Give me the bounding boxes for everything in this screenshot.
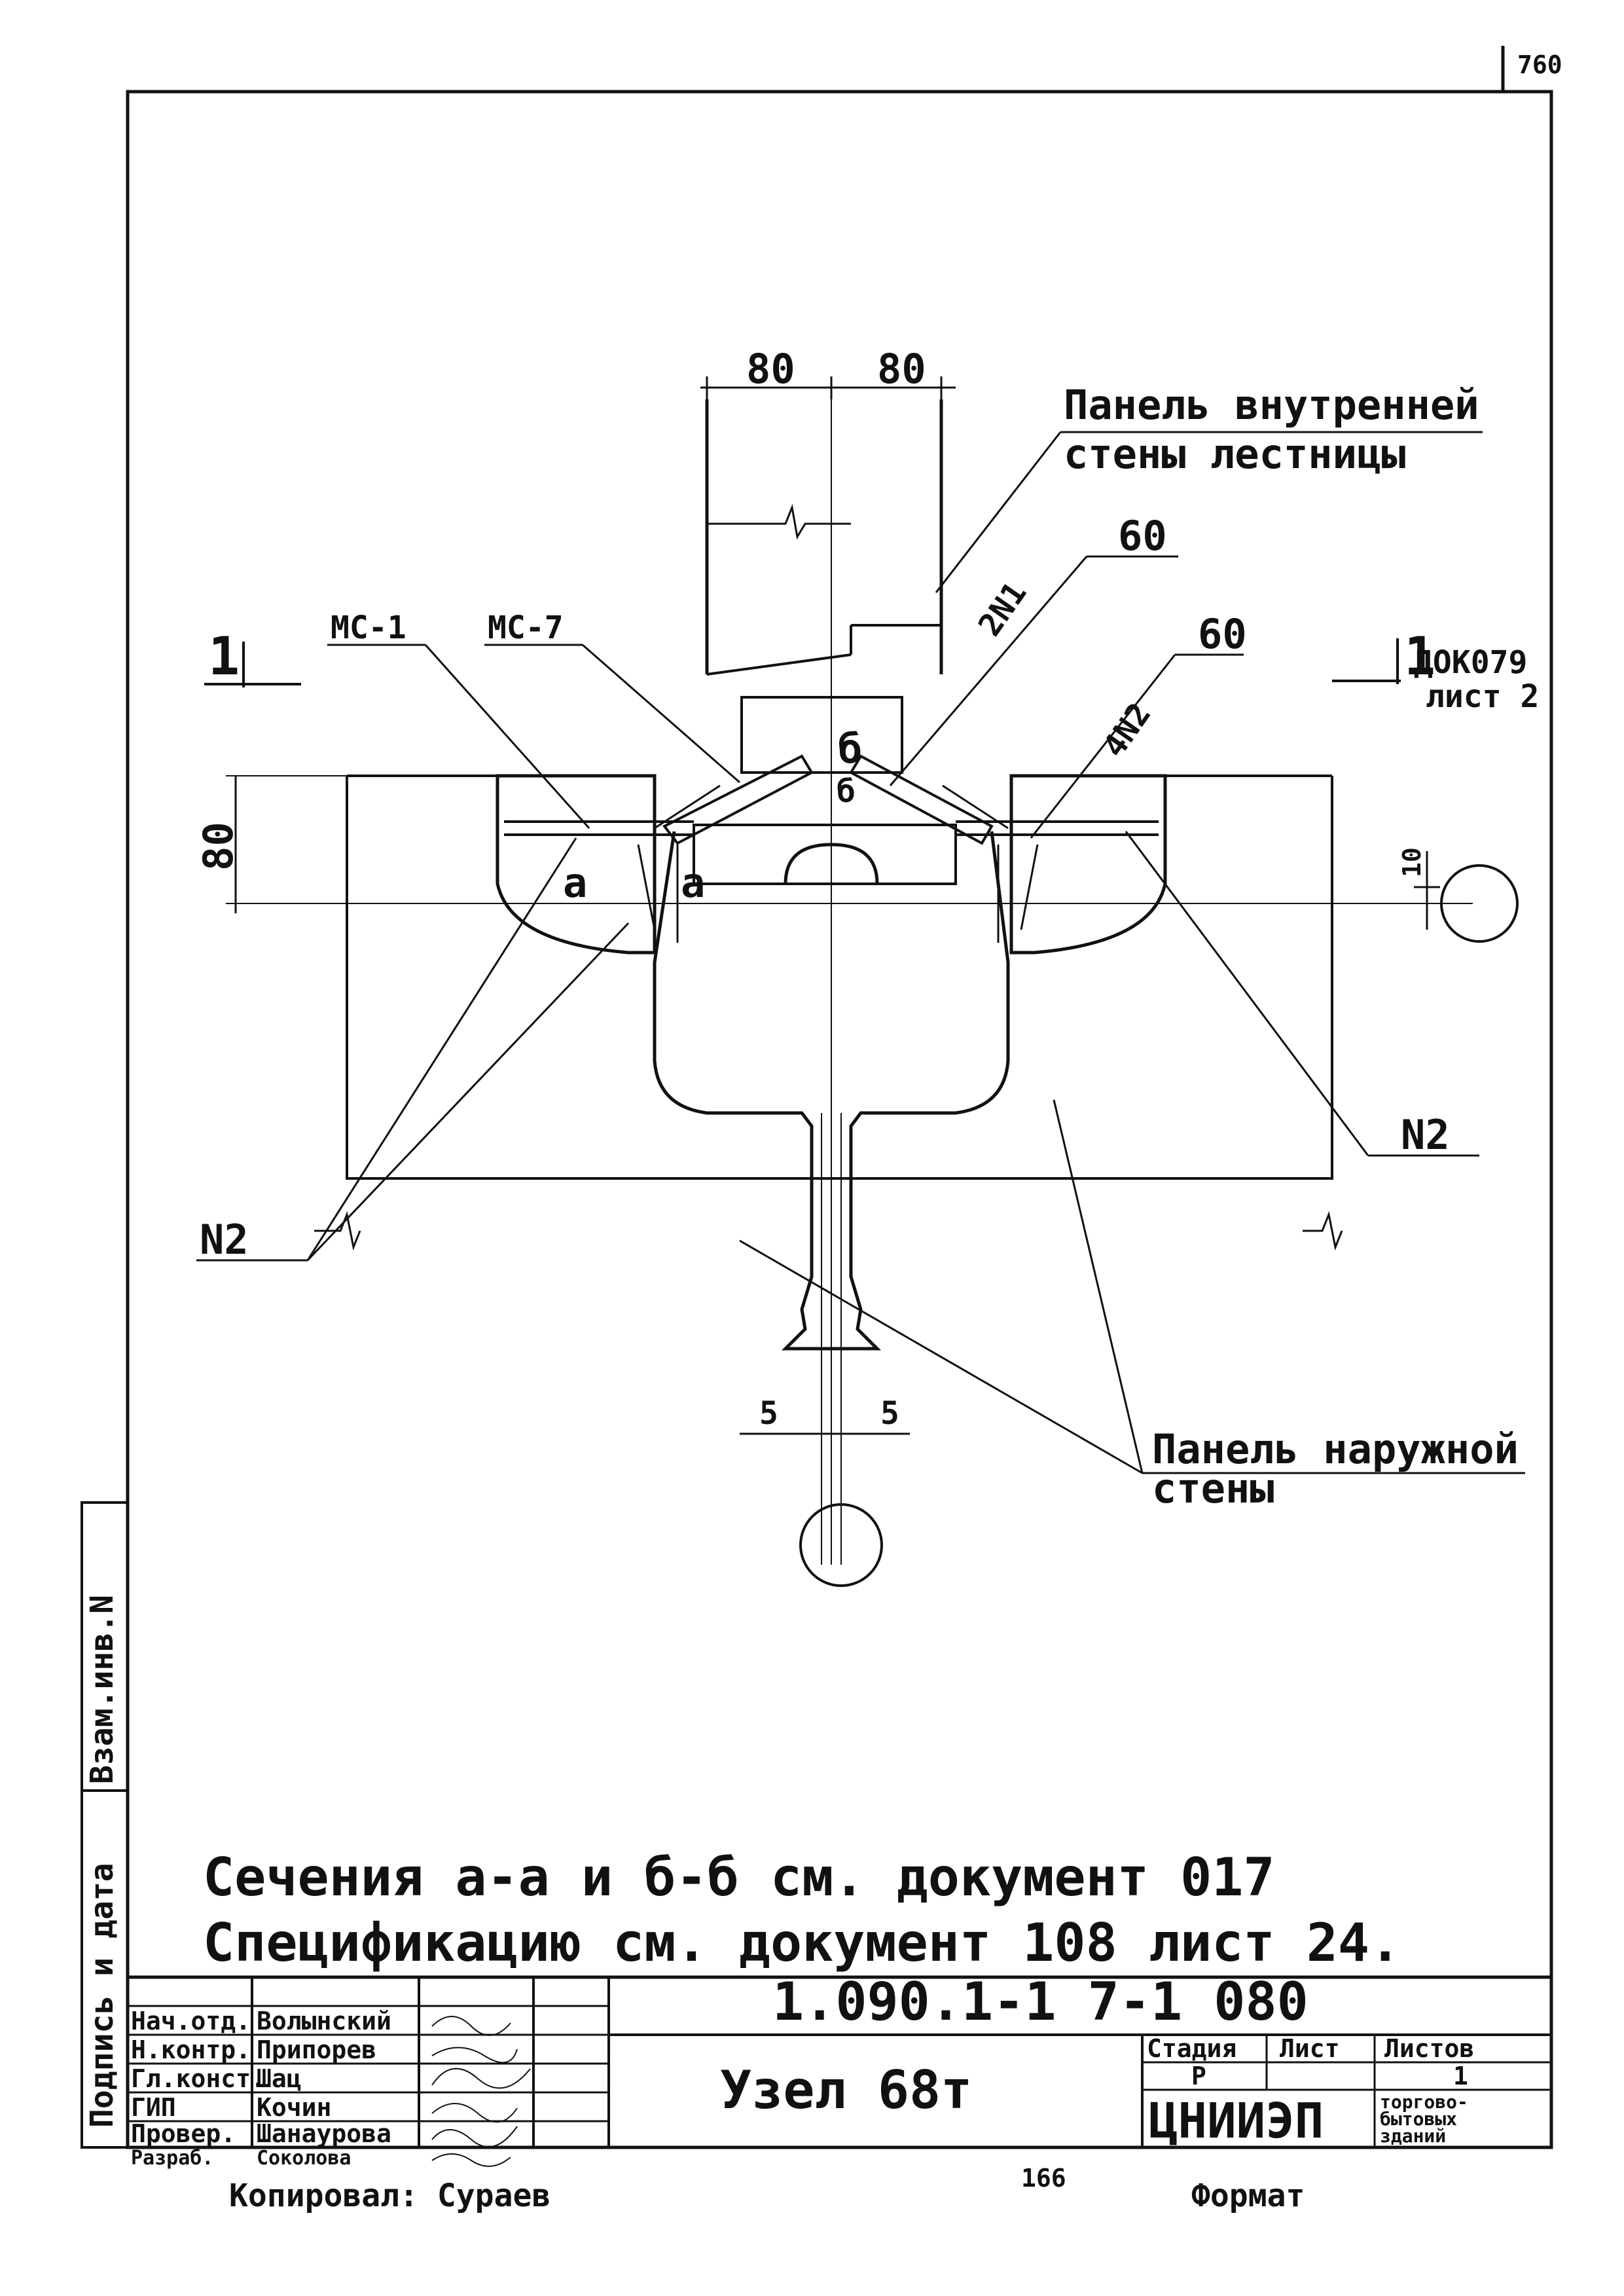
section-ref-sheet: лист 2 bbox=[1426, 678, 1539, 715]
section-a-left: а bbox=[563, 859, 587, 907]
org-name: ЦНИИЭП bbox=[1149, 2093, 1324, 2149]
title-block bbox=[126, 1975, 1553, 2149]
name-5: Шанаурова bbox=[257, 2119, 391, 2148]
inner-wall-panel bbox=[705, 399, 943, 774]
footer-page-num: 166 bbox=[1021, 2164, 1066, 2193]
role-1: Нач.отд. bbox=[131, 2007, 251, 2035]
section-mark-left: 1 bbox=[208, 626, 240, 687]
sheets-value: 1 bbox=[1453, 2062, 1468, 2090]
dim-top-left: 80 bbox=[746, 345, 795, 393]
replacement-inv-label: Взам.инв.N bbox=[84, 1595, 120, 1784]
note-line-2: Спецификацию см. документ 108 лист 24. bbox=[203, 1912, 1401, 1973]
name-1: Волынский bbox=[257, 2007, 391, 2035]
dim-left-vertical: 80 bbox=[194, 822, 242, 871]
role-6: Разраб. bbox=[131, 2147, 213, 2170]
footer-copied: Копировал: Сураев bbox=[229, 2178, 550, 2214]
name-3: Шац bbox=[257, 2064, 302, 2093]
section-b-top: б bbox=[838, 725, 862, 773]
stage-value: Р bbox=[1191, 2062, 1206, 2090]
dimension-lines bbox=[226, 376, 1453, 1435]
stage-header: Стадия bbox=[1147, 2034, 1236, 2063]
outer-wall-panel bbox=[346, 774, 1333, 1565]
n2-right-label: N2 bbox=[1401, 1111, 1450, 1159]
section-a-right: а bbox=[681, 859, 705, 907]
sheet-corner-number: 760 bbox=[1517, 50, 1562, 79]
section-b-bottom: б bbox=[837, 773, 856, 810]
doc-code: 1.090.1-1 7-1 080 bbox=[772, 1971, 1308, 2032]
inner-panel-label-line2: стены лестницы bbox=[1064, 430, 1406, 478]
weld-60-label-a: 60 bbox=[1118, 512, 1167, 560]
role-5: Провер. bbox=[131, 2119, 236, 2148]
note-line-1: Сечения а-а и б-б см. документ 017 bbox=[203, 1847, 1275, 1908]
signature-date-label: Подпись и дата bbox=[84, 1863, 120, 2128]
inner-panel-label-line1: Панель внутренней bbox=[1064, 381, 1479, 429]
n2-count-label: 4N2 bbox=[1096, 697, 1159, 764]
footer-format: Формат bbox=[1191, 2178, 1305, 2214]
side-strip bbox=[81, 1501, 129, 2149]
name-6: Соколова bbox=[257, 2147, 352, 2170]
dim-right-gap: 10 bbox=[1398, 847, 1426, 877]
mc1-label: МС-1 bbox=[331, 610, 406, 646]
break-marks bbox=[314, 1211, 1343, 1251]
dim-top-right: 80 bbox=[877, 345, 926, 393]
role-3: Гл.конст. bbox=[131, 2064, 266, 2093]
outer-panel-label-line2: стены bbox=[1152, 1465, 1274, 1512]
signatures bbox=[431, 2016, 531, 2167]
dim-bottom-right: 5 bbox=[880, 1395, 899, 1432]
drawing-frame bbox=[126, 46, 1553, 2149]
weld-60-label-b: 60 bbox=[1198, 610, 1247, 658]
org-desc-3: зданий bbox=[1380, 2125, 1446, 2147]
org-desc-2: бытовых bbox=[1380, 2108, 1457, 2130]
name-2: Припорев bbox=[257, 2035, 376, 2064]
leader-lines bbox=[196, 431, 1525, 1474]
connection-core bbox=[504, 754, 1159, 943]
sheet-header: Лист bbox=[1280, 2034, 1340, 2063]
axis-circle-bottom bbox=[799, 1503, 883, 1587]
org-desc-1: торгово- bbox=[1380, 2091, 1468, 2113]
outer-panel-label-line1: Панель наружной bbox=[1152, 1425, 1519, 1473]
n2-left-label: N2 bbox=[200, 1216, 249, 1264]
name-4: Кочин bbox=[257, 2093, 331, 2122]
role-4: ГИП bbox=[131, 2093, 176, 2122]
axis-circle-right bbox=[1440, 864, 1519, 943]
sheets-header: Листов bbox=[1384, 2034, 1474, 2063]
section-ref-doc: ДОК079 bbox=[1414, 644, 1527, 681]
n1-count-label: 2N1 bbox=[971, 575, 1034, 643]
section-mark-right: 1 bbox=[1404, 626, 1435, 687]
node-title: Узел 68т bbox=[720, 2060, 972, 2121]
section-markers bbox=[204, 638, 1401, 687]
mc7-label: МС-7 bbox=[488, 610, 564, 646]
role-2: Н.контр. bbox=[131, 2035, 251, 2064]
dim-bottom-left: 5 bbox=[759, 1395, 778, 1432]
